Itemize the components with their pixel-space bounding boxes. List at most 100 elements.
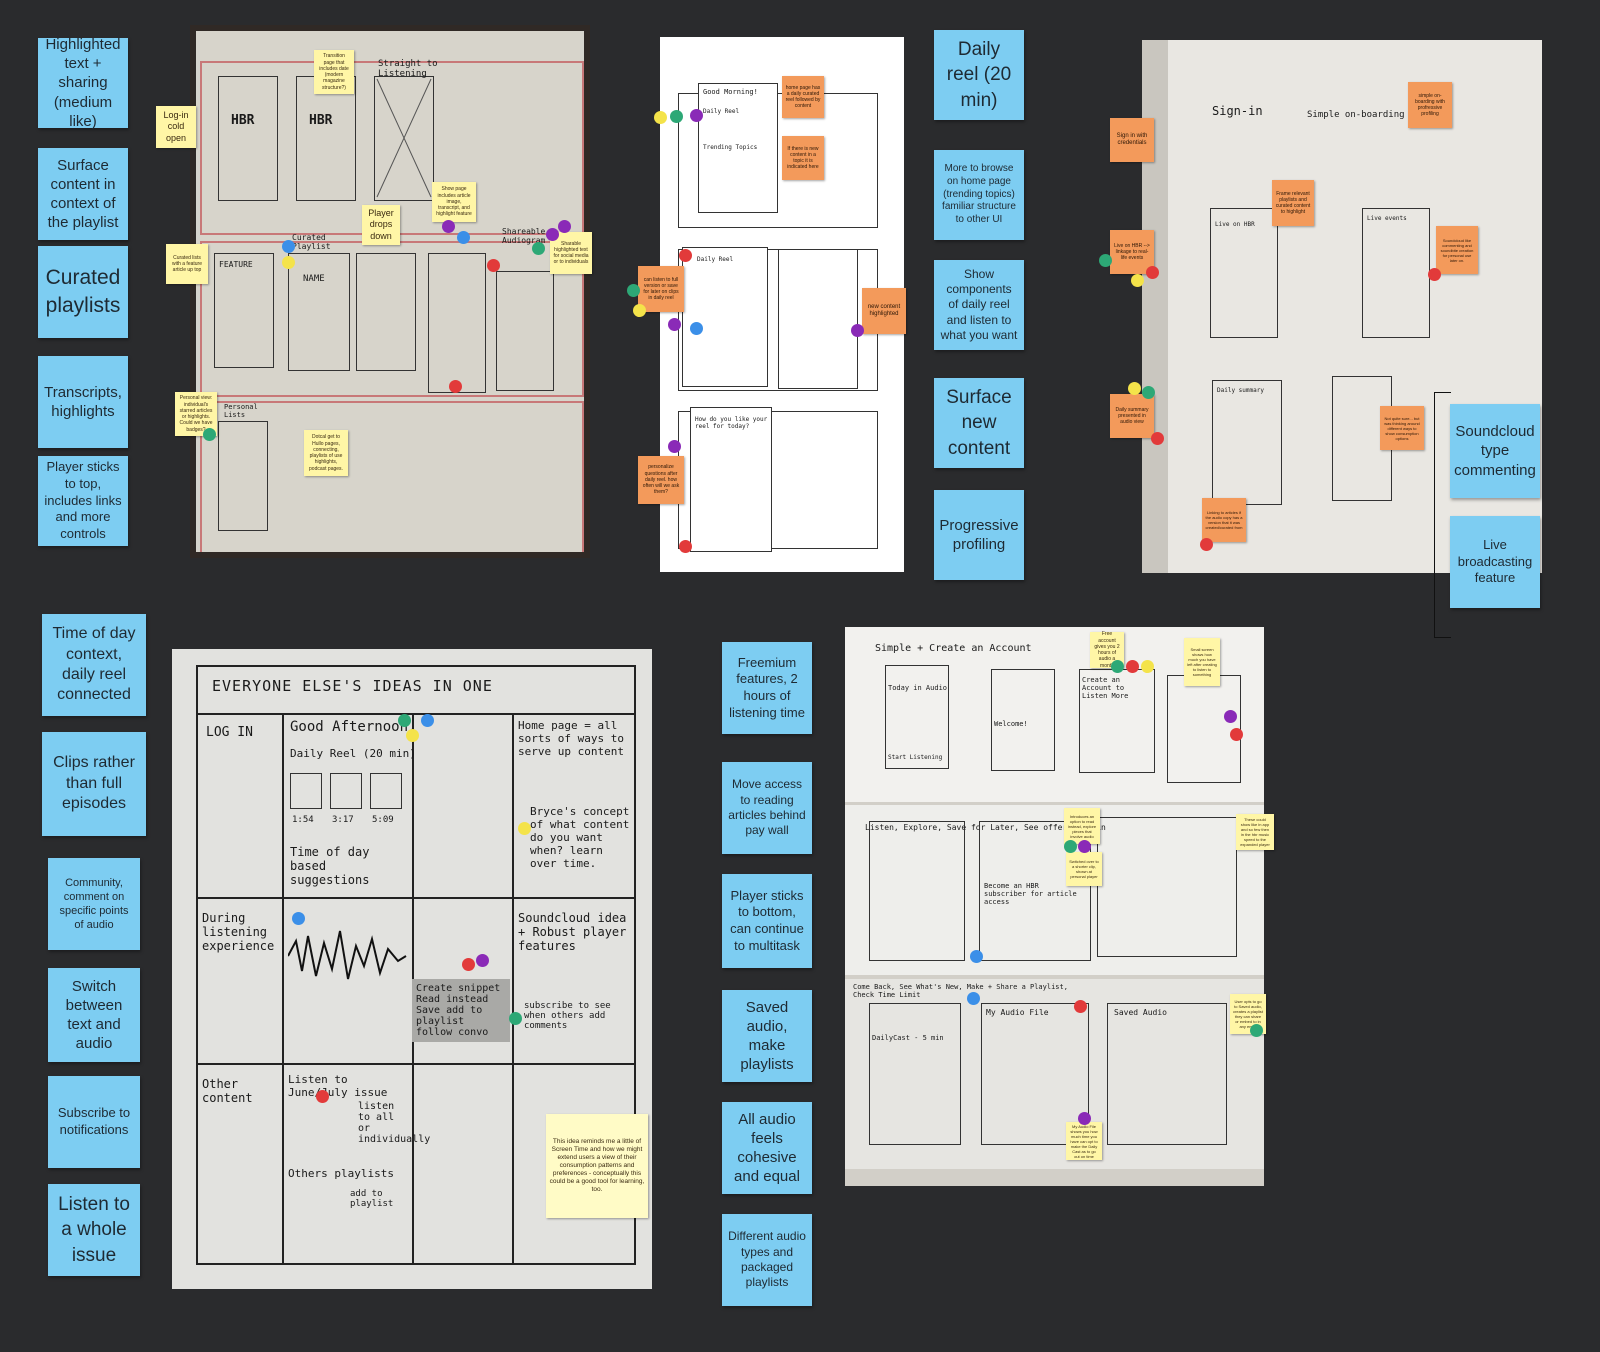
annotation-new-highlighted[interactable]: new content highlighted [862,288,906,334]
vote-dot[interactable] [1126,660,1139,673]
vote-dot[interactable] [970,950,983,963]
vote-dot[interactable] [1074,1000,1087,1013]
note-saved-audio[interactable]: Saved audio, make playlists [722,990,812,1082]
vote-dot[interactable] [627,284,640,297]
vote-dot[interactable] [1250,1024,1263,1037]
annotation-time-left[interactable]: Small screen shows how much you have lef… [1184,638,1220,686]
vote-dot[interactable] [487,259,500,272]
vote-dot[interactable] [1428,268,1441,281]
note-surface-new-content[interactable]: Surface new content [934,378,1024,468]
vote-dot[interactable] [558,220,571,233]
vote-dot[interactable] [1224,710,1237,723]
annotation-dotcal[interactable]: Dotcal get to Hullo pages, connecting, p… [304,430,348,476]
note-player-bottom[interactable]: Player sticks to bottom, can continue to… [722,874,812,968]
annotation-personalize[interactable]: personalize questions after daily reel. … [638,456,684,504]
vote-dot[interactable] [1111,660,1124,673]
vote-dot[interactable] [476,954,489,967]
vote-dot[interactable] [633,304,646,317]
vote-dot[interactable] [1099,254,1112,267]
annotation-screen-time[interactable]: This idea reminds me a little of Screen … [546,1114,648,1218]
vote-dot[interactable] [406,729,419,742]
vote-dot[interactable] [292,912,305,925]
vote-dot[interactable] [1142,386,1155,399]
annotation-curated[interactable]: Curated lists with a feature article up … [166,244,208,284]
note-transcripts[interactable]: Transcripts, highlights [38,356,128,448]
note-soundcloud-commenting[interactable]: Soundcloud type commenting [1450,404,1540,498]
vote-dot[interactable] [690,109,703,122]
vote-dot[interactable] [421,714,434,727]
annotation-read-instead[interactable]: Introduces an option to read instead, ex… [1064,808,1100,844]
vote-dot[interactable] [670,110,683,123]
vote-dot[interactable] [679,249,692,262]
note-progressive-profiling[interactable]: Progressive profiling [934,490,1024,580]
vote-dot[interactable] [1078,840,1091,853]
vote-dot[interactable] [967,992,980,1005]
vote-dot[interactable] [509,1012,522,1025]
note-clips[interactable]: Clips rather than full episodes [42,732,146,836]
note-player-top[interactable]: Player sticks to top, includes links and… [38,456,128,546]
vote-dot[interactable] [203,428,216,441]
vote-dot[interactable] [282,240,295,253]
note-show-components[interactable]: Show components of daily reel and listen… [934,260,1024,350]
annotation-login[interactable]: Log-in cold open [156,106,196,148]
annotation-expanded-player[interactable]: These could show like in app and so few … [1236,814,1274,850]
annotation-daily-summary[interactable]: Daily summary presented in audio view [1110,394,1154,438]
note-community[interactable]: Community, comment on specific points of… [48,858,140,950]
vote-dot[interactable] [282,256,295,269]
annotation-show-page[interactable]: Show page includes article image, transc… [432,182,476,222]
annotation-frame[interactable]: Frame relevant playlists and curated con… [1272,180,1314,226]
vote-dot[interactable] [1200,538,1213,551]
vote-dot[interactable] [457,231,470,244]
annotation-newcontent[interactable]: If there is new content in a topic it is… [782,136,824,180]
annotation-homepage[interactable]: home page has a daily curated reel follo… [782,76,824,118]
note-subscribe[interactable]: Subscribe to notifications [48,1076,140,1168]
vote-dot[interactable] [546,228,559,241]
vote-dot[interactable] [1146,266,1159,279]
vote-dot[interactable] [1064,840,1077,853]
note-curated-playlists[interactable]: Curated playlists [38,246,128,338]
note-live-broadcasting[interactable]: Live broadcasting feature [1450,516,1540,608]
note-switch-text-audio[interactable]: Switch between text and audio [48,968,140,1062]
vote-dot[interactable] [398,714,411,727]
annotation-switched-clip[interactable]: Switched over to a shorter clip, shown a… [1066,852,1102,886]
vote-dot[interactable] [532,242,545,255]
vote-dot[interactable] [1128,382,1141,395]
note-paywall[interactable]: Move access to reading articles behind p… [722,762,812,854]
vote-dot[interactable] [518,822,531,835]
vote-dot[interactable] [1141,660,1154,673]
annotation-soundcloud[interactable]: Soundcloud like commenting and soundbite… [1436,226,1478,274]
vote-dot[interactable] [668,318,681,331]
vote-dot[interactable] [654,111,667,124]
vote-dot[interactable] [1151,432,1164,445]
note-audio-cohesive[interactable]: All audio feels cohesive and equal [722,1102,812,1194]
annotation-transition[interactable]: Transition page that includes date (mode… [314,50,354,94]
note-audio-types[interactable]: Different audio types and packaged playl… [722,1214,812,1306]
note-time-of-day[interactable]: Time of day context, daily reel connecte… [42,614,146,716]
vote-dot[interactable] [1078,1112,1091,1125]
vote-dot[interactable] [679,540,692,553]
note-more-to-browse[interactable]: More to browse on home page (trending to… [934,150,1024,240]
annotation-linking[interactable]: Linking to articles if the audio copy ha… [1202,498,1246,542]
vote-dot[interactable] [690,322,703,335]
note-listen-whole-issue[interactable]: Listen to a whole issue [48,1184,140,1276]
annotation-playlist[interactable]: User opts to go to Saved audio, creates … [1230,994,1266,1034]
note-freemium[interactable]: Freemium features, 2 hours of listening … [722,642,812,734]
annotation-timer[interactable]: My Audio File shows you how much time yo… [1066,1122,1102,1160]
vote-dot[interactable] [462,958,475,971]
vote-dot[interactable] [442,220,455,233]
annotation-player-drops[interactable]: Player drops down [362,205,400,245]
vote-dot[interactable] [668,440,681,453]
vote-dot[interactable] [449,380,462,393]
annotation-signin[interactable]: Sign in with credentials [1110,118,1154,162]
vote-dot[interactable] [1230,728,1243,741]
note-surface-content[interactable]: Surface content in context of the playli… [38,148,128,240]
annotation-not-quite[interactable]: Not quite sure... but was thinking aroun… [1380,406,1424,450]
vote-dot[interactable] [851,324,864,337]
vote-dot[interactable] [1131,274,1144,287]
vote-dot[interactable] [316,1090,329,1103]
note-daily-reel[interactable]: Daily reel (20 min) [934,30,1024,120]
annotation-live[interactable]: Live on HBR --> linkage to real-life eve… [1110,230,1154,274]
note-highlighted-text[interactable]: Highlighted text + sharing (medium like) [38,36,128,130]
annotation-listen[interactable]: can listen to full version or save for l… [638,266,684,312]
annotation-onboarding[interactable]: simple on-boarding with profressive prof… [1408,82,1452,128]
